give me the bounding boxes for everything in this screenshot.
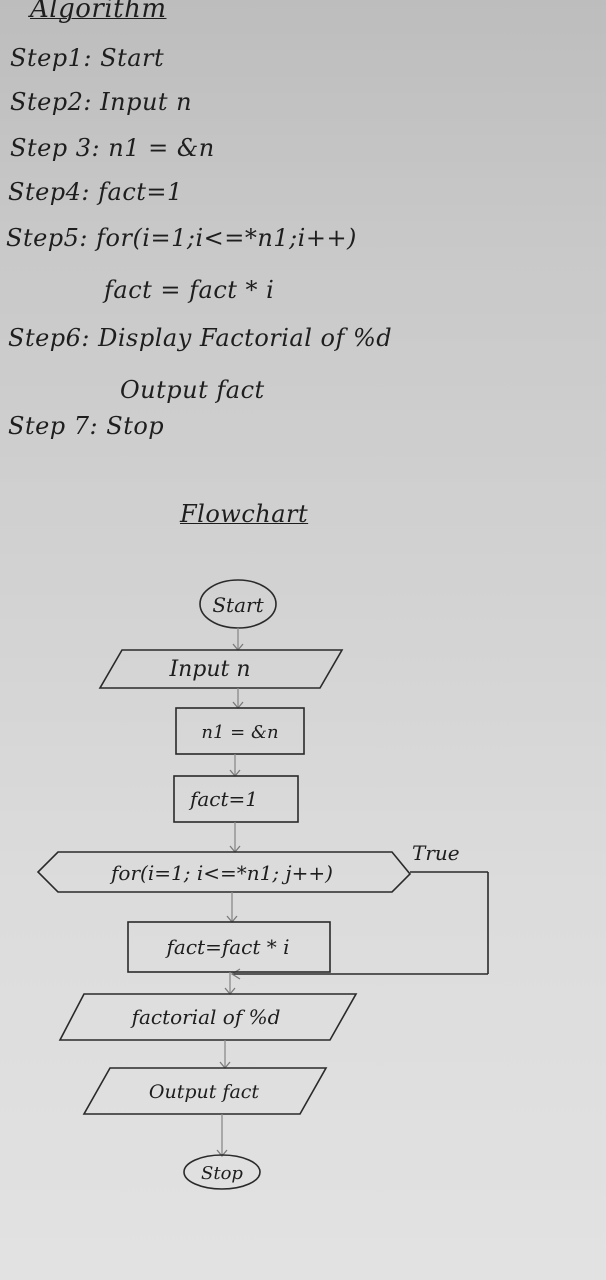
- algorithm-step-4: Step4: fact=1: [8, 178, 183, 206]
- flowchart-input-label: Input n: [168, 657, 250, 682]
- algorithm-step-5: Step5: for(i=1;i<=*n1;i++): [6, 224, 357, 252]
- arrowhead-loop-return: [230, 968, 241, 980]
- flowchart-assign-label: n1 = &n: [201, 722, 278, 743]
- flowchart-assign-box: [175, 707, 305, 755]
- flowchart-display-label: factorial of %d: [130, 1005, 281, 1029]
- flowchart-body-box: [127, 921, 331, 973]
- flowchart-body-label: fact=fact * i: [165, 935, 290, 959]
- algorithm-step-7: Step 7: Stop: [8, 412, 165, 440]
- algorithm-step-6-output: Output fact: [120, 376, 265, 404]
- flowchart-loop-label: for(i=1; i<=*n1; j++): [109, 861, 333, 885]
- algorithm-step-1: Step1: Start: [10, 44, 165, 72]
- algorithm-step-5-body: fact = fact * i: [104, 276, 275, 304]
- flowchart-display-parallelogram: [58, 993, 358, 1041]
- flowchart-init-box: [173, 775, 299, 823]
- flowchart-output-parallelogram: [82, 1067, 328, 1115]
- flowchart-init-label: fact=1: [188, 787, 258, 811]
- flowchart-title: Flowchart: [180, 500, 309, 528]
- flowchart-input-parallelogram: [98, 649, 344, 689]
- algorithm-step-3: Step 3: n1 = &n: [10, 134, 215, 162]
- flowchart-loop-true-label: True: [412, 841, 460, 865]
- flowchart-output-label: Output fact: [149, 1081, 260, 1103]
- algorithm-title: Algorithm: [30, 0, 167, 24]
- flowchart-stop-oval: [183, 1154, 261, 1190]
- algorithm-step-2: Step2: Input n: [10, 88, 193, 116]
- algorithm-step-6: Step6: Display Factorial of %d: [8, 324, 393, 352]
- flowchart-loop-hexagon: [36, 851, 412, 893]
- flowchart-start-label: Start: [212, 593, 264, 617]
- arrowhead-output-stop: [216, 1149, 228, 1158]
- flowchart-stop-label: Stop: [201, 1163, 243, 1184]
